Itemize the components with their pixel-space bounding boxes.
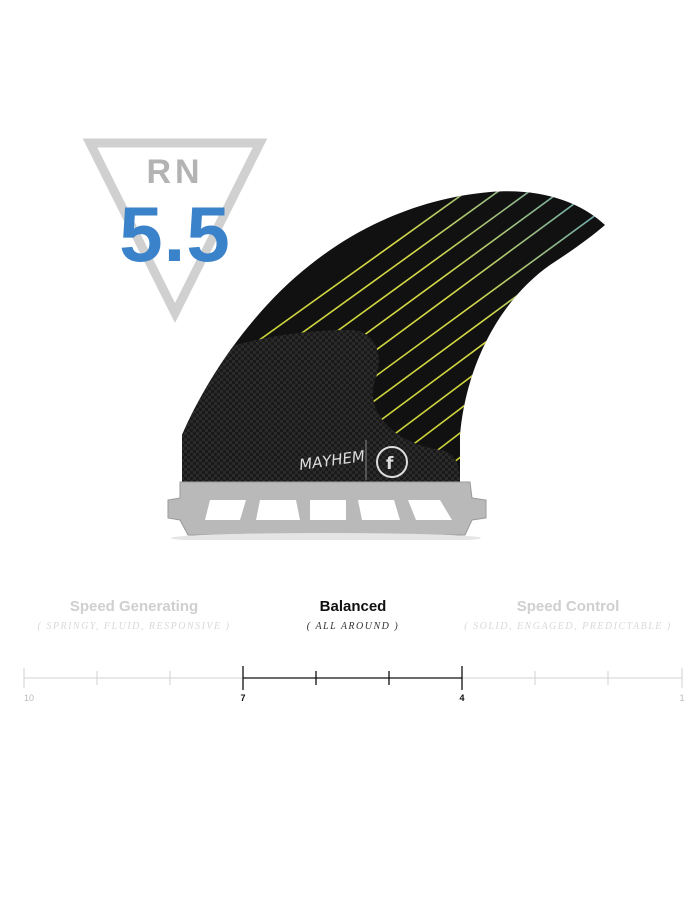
- surf-fin-image: MAYHEM f: [160, 180, 620, 545]
- tick-label-7: 7: [240, 693, 246, 703]
- category-subtitle: ( ALL AROUND ): [306, 621, 400, 632]
- tick-label-4: 4: [459, 693, 465, 703]
- rating-badge: RN 5.5: [80, 135, 270, 325]
- category-title: Speed Control: [516, 598, 620, 615]
- category-speed-generating: Speed Generating ( SPRINGY, FLUID, RESPO…: [19, 598, 249, 632]
- tick-label-1: 1: [679, 693, 685, 703]
- svg-text:f: f: [386, 454, 394, 474]
- category-balanced: Balanced ( ALL AROUND ): [238, 598, 468, 632]
- flex-scale-bar: [23, 666, 683, 690]
- fin-base: [167, 481, 487, 536]
- futures-brand-logo: f: [376, 446, 408, 478]
- category-title: Balanced: [319, 598, 387, 615]
- flex-scale-labels: Speed Generating ( SPRINGY, FLUID, RESPO…: [0, 598, 700, 648]
- category-subtitle: ( SOLID, ENGAGED, PREDICTABLE ): [464, 621, 672, 632]
- category-subtitle: ( SPRINGY, FLUID, RESPONSIVE ): [37, 621, 231, 632]
- scale-highlight: [242, 666, 463, 690]
- rating-value: 5.5: [119, 190, 231, 278]
- category-speed-control: Speed Control ( SOLID, ENGAGED, PREDICTA…: [453, 598, 683, 632]
- tick-label-10: 10: [23, 693, 35, 703]
- rating-triangle: [82, 138, 268, 324]
- category-title: Speed Generating: [69, 598, 199, 615]
- rating-code: RN: [146, 153, 204, 191]
